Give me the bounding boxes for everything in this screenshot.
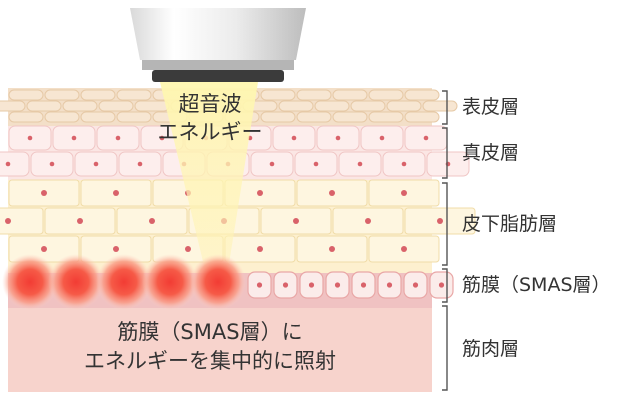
dermis-nucleus (269, 161, 275, 167)
fat-nucleus (401, 190, 407, 196)
energy-label-line-1: 超音波 (178, 92, 242, 116)
fat-nucleus (185, 246, 191, 252)
dermis-nucleus (71, 135, 77, 141)
epidermis-cell (314, 100, 350, 112)
energy-label-line-2: エネルギー (157, 120, 263, 144)
smas-nucleus (360, 282, 367, 288)
ultrasound-beam (160, 82, 258, 270)
epidermis-cell (332, 111, 368, 123)
epidermis-cell (422, 100, 458, 112)
epidermis-cell (296, 89, 332, 101)
smas-nucleus (386, 282, 393, 288)
dermis-nucleus (313, 161, 319, 167)
epidermis-cell (386, 100, 422, 112)
fat-nucleus (329, 190, 335, 196)
dermis-nucleus (423, 135, 429, 141)
epidermis-cell (368, 89, 404, 101)
fat-nucleus (149, 218, 155, 224)
dermis-nucleus (49, 161, 55, 167)
fat-nucleus (365, 218, 371, 224)
fat-nucleus (257, 190, 263, 196)
label-epidermis: 表皮層 (462, 96, 520, 118)
dermis-nucleus (335, 135, 341, 141)
label-dermis: 真皮層 (462, 142, 520, 164)
fat-nucleus (5, 218, 11, 224)
dermis-nucleus (93, 161, 99, 167)
epidermis-cell (98, 100, 134, 112)
focal-point (190, 254, 246, 310)
epidermis-cell (260, 111, 296, 123)
focal-point (2, 254, 58, 310)
epidermis-cell (116, 111, 152, 123)
dermis-nucleus (159, 135, 165, 141)
epidermis-cell (44, 111, 80, 123)
caption: 筋膜（SMAS層）に エネルギーを集中的に照射 (40, 318, 380, 376)
focal-points (2, 254, 246, 310)
epidermis-cell (278, 100, 314, 112)
epidermis-cell (44, 89, 80, 101)
smas-nucleus (256, 282, 263, 288)
epidermis-cell (80, 89, 116, 101)
epidermis-cell (8, 89, 44, 101)
fat-nucleus (41, 246, 47, 252)
label-subcutaneous-fat: 皮下脂肪層 (462, 213, 558, 235)
fat-nucleus (41, 190, 47, 196)
energy-label: 超音波 エネルギー (140, 90, 280, 146)
label-smas: 筋膜（SMAS層） (462, 274, 611, 296)
epidermis-cell (332, 89, 368, 101)
smas-nucleus (308, 282, 315, 288)
smas-nucleus (412, 282, 419, 288)
fat-cell (0, 207, 44, 235)
smas-nucleus (334, 282, 341, 288)
dermis-cell (0, 151, 30, 177)
epidermis-cell (404, 89, 440, 101)
ultrasound-device-icon (130, 8, 306, 82)
focal-point (48, 254, 104, 310)
dermis-nucleus (137, 161, 143, 167)
fat-nucleus (257, 246, 263, 252)
label-muscle: 筋肉層 (462, 338, 520, 360)
epidermis-cell (8, 111, 44, 123)
smas-nucleus (282, 282, 289, 288)
fat-nucleus (113, 246, 119, 252)
dermis-nucleus (357, 161, 363, 167)
dermis-nucleus (401, 161, 407, 167)
fat-nucleus (401, 246, 407, 252)
epidermis-cell (80, 111, 116, 123)
epidermis-cell (0, 100, 26, 112)
epidermis-cell (26, 100, 62, 112)
dermis-nucleus (5, 161, 11, 167)
fat-cells (0, 179, 476, 263)
fat-nucleus (437, 218, 443, 224)
epidermis-cell (368, 111, 404, 123)
epidermis-cell (260, 89, 296, 101)
caption-line-1: 筋膜（SMAS層）に (117, 320, 303, 344)
layer-brackets (442, 90, 448, 391)
fat-nucleus (113, 190, 119, 196)
dermis-nucleus (27, 135, 33, 141)
fat-nucleus (77, 218, 83, 224)
focal-point (96, 254, 152, 310)
focal-point (142, 254, 198, 310)
epidermis-cell (116, 89, 152, 101)
fat-nucleus (329, 246, 335, 252)
caption-line-2: エネルギーを集中的に照射 (84, 349, 336, 373)
dermis-nucleus (115, 135, 121, 141)
epidermis-cell (296, 111, 332, 123)
epidermis-cell (350, 100, 386, 112)
dermis-nucleus (291, 135, 297, 141)
dermis-nucleus (379, 135, 385, 141)
dermis-cells (0, 125, 470, 177)
epidermis-cell (404, 111, 440, 123)
smas-nucleus (438, 282, 445, 288)
epidermis-cell (62, 100, 98, 112)
fat-nucleus (293, 218, 299, 224)
